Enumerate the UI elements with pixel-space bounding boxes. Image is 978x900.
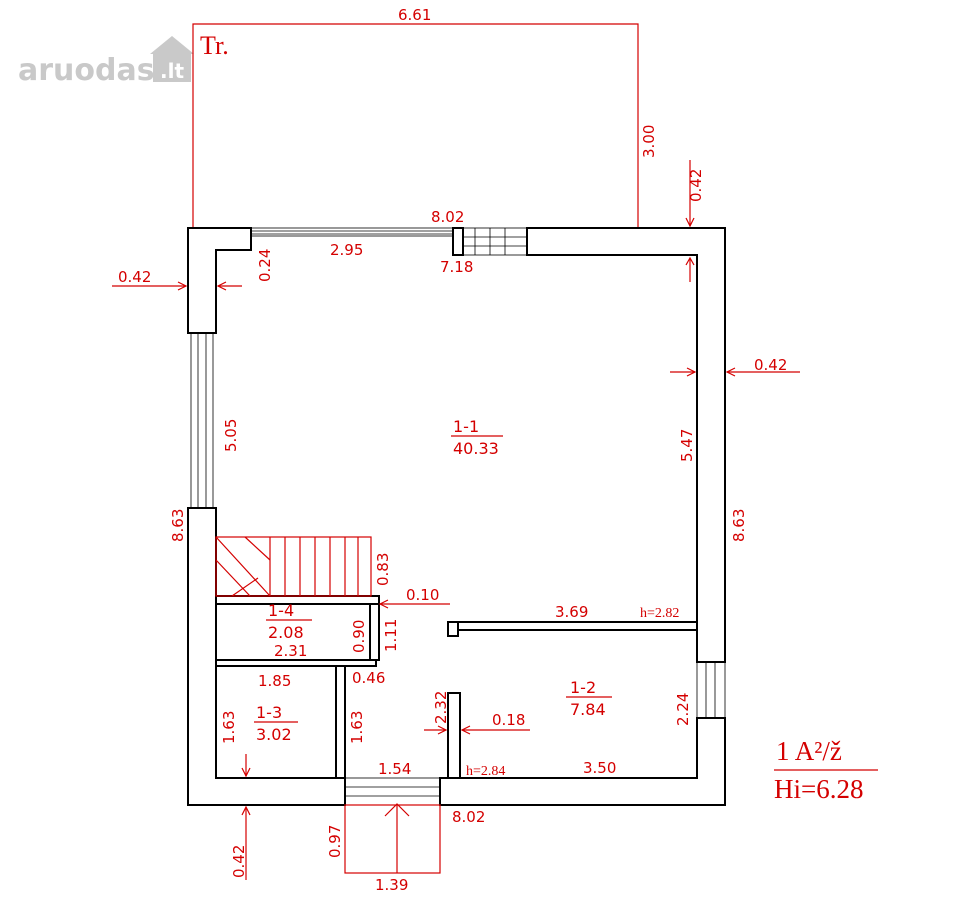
dim-left-window: 5.05 — [222, 419, 240, 452]
room-label-1-1: 1-1 40.33 — [451, 417, 503, 458]
room-id: 1-2 — [570, 678, 596, 697]
dim-terrace-depth: 3.00 — [640, 125, 658, 158]
dim-r12-height: 2.24 — [674, 693, 692, 726]
terrace-steps — [462, 227, 528, 256]
dim-r13-door: 0.46 — [352, 669, 385, 687]
staircase — [215, 536, 372, 597]
entrance-steps — [344, 777, 441, 874]
terrace-outline — [192, 23, 639, 228]
dim-outer-width-top: 8.02 — [431, 208, 464, 226]
watermark-logo: aruodas .lt — [18, 36, 194, 88]
room-id: 1-4 — [268, 601, 294, 620]
dim-r14-width: 2.31 — [274, 642, 307, 660]
watermark-text: aruodas — [18, 53, 155, 88]
dim-inner-top-seg2: 7.18 — [440, 258, 473, 276]
dim-r13-height-right: 1.63 — [348, 711, 366, 744]
dim-outer-height-right: 8.63 — [730, 509, 748, 542]
dim-terrace-width: 6.61 — [398, 6, 431, 24]
dim-entrance-step: 1.39 — [375, 876, 408, 894]
room-label-1-2: 1-2 7.84 — [566, 678, 612, 719]
dim-r12-width-top: 3.69 — [555, 603, 588, 621]
dim-top-wall-thk: 0.42 — [687, 169, 705, 202]
dimension-lines — [112, 160, 800, 880]
dim-right-wall-thk: 0.42 — [754, 356, 787, 374]
dim-stair-height: 0.83 — [374, 553, 392, 586]
terrace-label: Tr. — [200, 31, 229, 60]
room-id: 1-3 — [256, 703, 282, 722]
dim-r13-width: 1.85 — [258, 672, 291, 690]
dim-r14-side: 1.11 — [382, 619, 400, 652]
room-id: 1-1 — [453, 417, 479, 436]
room-label-1-4: 1-4 2.08 — [266, 601, 312, 642]
dim-partition: 0.10 — [406, 586, 439, 604]
dim-r14-height: 0.90 — [350, 620, 368, 653]
dim-left-pier: 0.24 — [256, 249, 274, 282]
room-area: 40.33 — [453, 439, 499, 458]
watermark-suffix: .lt — [160, 59, 184, 83]
dim-entrance-depth: 0.97 — [326, 825, 344, 858]
room-area: 7.84 — [570, 700, 606, 719]
room-label-1-3: 1-3 3.02 — [254, 703, 298, 744]
dim-outer-width-bottom: 8.02 — [452, 808, 485, 826]
wall-outer — [187, 227, 252, 334]
watermark-house-icon — [153, 52, 191, 82]
dim-corridor-height: 2.32 — [432, 691, 450, 724]
dim-r12-width-bottom: 3.50 — [583, 759, 616, 777]
dim-ceiling-h1: h=2.82 — [640, 606, 679, 621]
dim-outer-height-left: 8.63 — [169, 509, 187, 542]
room-area: 3.02 — [256, 725, 292, 744]
dim-corridor-wall: 0.18 — [492, 711, 525, 729]
dim-bottom-wall-thk: 0.42 — [230, 845, 248, 878]
legend: 1 A²/ž Hi=6.28 — [774, 736, 878, 804]
legend-line2: Hi=6.28 — [774, 774, 863, 804]
dim-entrance-width: 1.54 — [378, 760, 411, 778]
dim-ceiling-h2: h=2.84 — [466, 764, 505, 779]
legend-line1: 1 A²/ž — [776, 736, 842, 766]
dim-inner-top-seg1: 2.95 — [330, 241, 363, 259]
dim-r13-height-left: 1.63 — [220, 711, 238, 744]
room-area: 2.08 — [268, 623, 304, 642]
dim-right-inner: 5.47 — [678, 429, 696, 462]
windows — [190, 227, 726, 719]
dim-left-wall-thk: 0.42 — [118, 268, 151, 286]
